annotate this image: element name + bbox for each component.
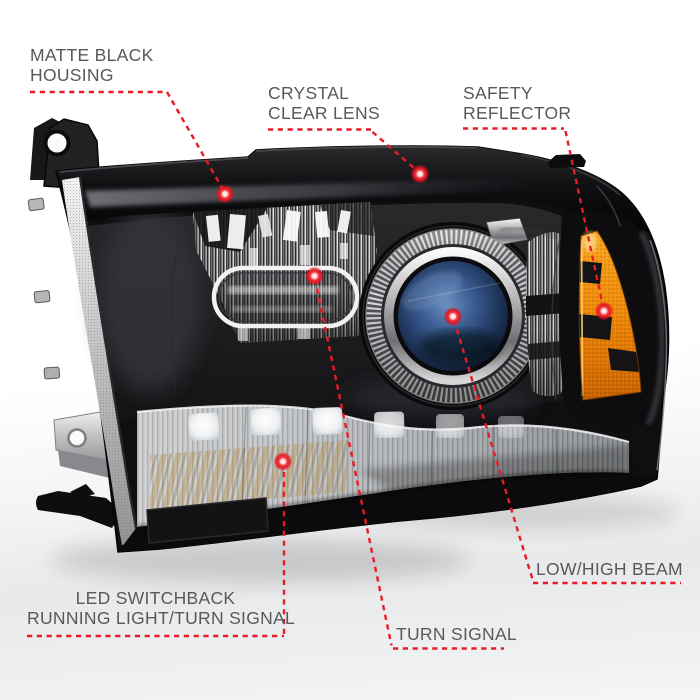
callout-label-led-switchback: LED SWITCHBACK RUNNING LIGHT/TURN SIGNAL — [27, 588, 296, 628]
callout-line: REFLECTOR — [463, 102, 572, 123]
led-running-light-strip — [136, 404, 630, 527]
dot-low-high-beam — [443, 307, 463, 326]
callout-line: TURN SIGNAL — [396, 624, 517, 644]
callout-line: CLEAR LENS — [268, 102, 380, 123]
callout-label-matte-black-housing: MATTE BLACK HOUSING — [30, 45, 154, 85]
turn-signal-light-guide — [211, 265, 360, 329]
side-clips — [27, 197, 61, 380]
dot-led-switchback — [273, 452, 293, 471]
dot-crystal-clear-lens — [410, 164, 430, 184]
callout-line: SAFETY — [463, 83, 533, 103]
lens-top-band — [56, 146, 650, 236]
callout-label-low-high-beam: LOW/HIGH BEAM — [536, 559, 683, 580]
callout-line: RUNNING LIGHT/TURN SIGNAL — [27, 607, 296, 628]
callout-line: HOUSING — [30, 64, 114, 85]
callout-label-safety-reflector: SAFETY REFLECTOR — [463, 83, 572, 123]
callout-label-crystal-clear-lens: CRYSTAL CLEAR LENS — [268, 83, 380, 123]
led-chips — [188, 407, 524, 441]
leader-safety-reflector — [564, 130, 605, 309]
callout-dots — [215, 164, 614, 471]
housing-bottom-lip — [118, 470, 656, 552]
callout-line: LED SWITCHBACK — [75, 588, 236, 608]
callout-line: LOW/HIGH BEAM — [536, 559, 683, 579]
lens-left-edge — [62, 176, 141, 545]
mounting-arm-black — [36, 484, 122, 528]
leader-turn-signal — [313, 278, 393, 646]
callout-lines — [27, 90, 681, 650]
leader-low-high-beam — [452, 319, 535, 582]
callout-label-turn-signal: TURN SIGNAL — [396, 624, 517, 645]
callout-line: CRYSTAL — [268, 83, 350, 103]
callout-line: MATTE BLACK — [30, 45, 154, 65]
dot-turn-signal — [305, 266, 324, 286]
dot-safety-reflector — [594, 301, 614, 321]
leader-crystal-clear-lens — [371, 131, 419, 173]
dot-matte-black-housing — [215, 184, 235, 204]
